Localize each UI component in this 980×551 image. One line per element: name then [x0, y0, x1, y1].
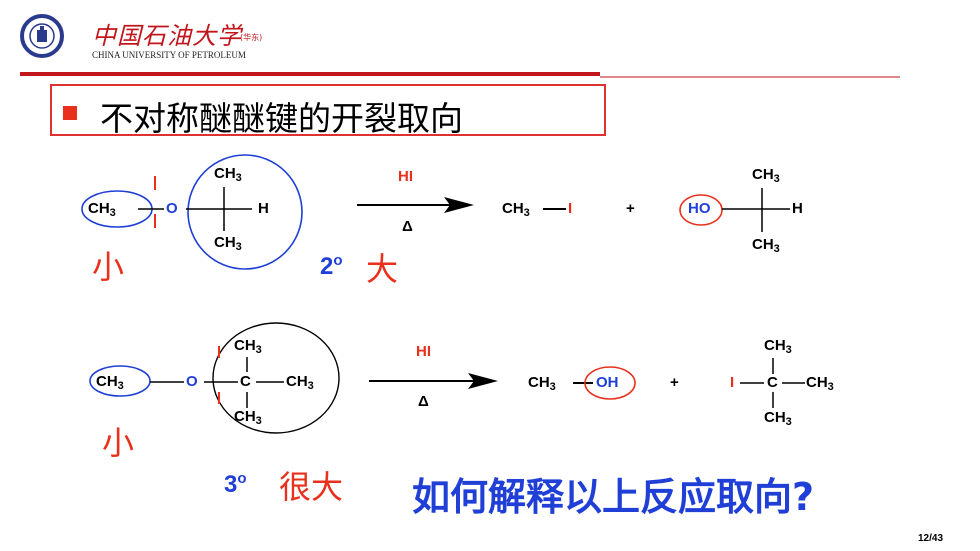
r1-ch3-top: CH3: [214, 165, 242, 184]
question-text: 如何解释以上反应取向?: [412, 475, 815, 519]
r2-product-ch3-top: CH3: [764, 337, 792, 356]
university-logo-name: 中国石油大学: [92, 22, 242, 50]
r2-product-carbon: C: [767, 374, 778, 391]
r1-product-ho: HO: [688, 200, 711, 217]
r2-carbon: C: [240, 373, 251, 390]
university-seal-icon: [20, 14, 64, 58]
title-box: [50, 84, 606, 136]
r1-oxygen: O: [166, 200, 178, 217]
r1-product-ch3: CH3: [502, 200, 530, 219]
r2-ch3-label: CH3: [96, 373, 124, 392]
r1-reagent: HI: [398, 168, 413, 185]
ho-circle-1: [679, 194, 723, 226]
r1-product-iodine: I: [568, 200, 573, 217]
r1-condition: Δ: [402, 218, 413, 235]
r1-plus: +: [626, 200, 635, 217]
university-logo-sub: (华东): [240, 33, 263, 42]
r1-product-ch3-top: CH3: [752, 166, 780, 185]
r2-reagent: HI: [416, 343, 431, 360]
r2-ch3-right: CH3: [286, 373, 314, 392]
arrow-head-2: [468, 373, 498, 389]
r1-hydrogen: H: [258, 200, 269, 217]
r2-product-ch3: CH3: [528, 374, 556, 393]
r1-note-big: 大: [366, 250, 399, 288]
tertiary-circle-1: [187, 154, 303, 270]
r2-condition: Δ: [418, 393, 429, 410]
ch3-circle-2: [89, 365, 151, 397]
r1-degree: 2o: [320, 252, 343, 280]
r2-note-big: 很大: [279, 468, 344, 506]
university-logo-english: CHINA UNIVERSITY OF PETROLEUM: [92, 50, 246, 60]
r2-plus: +: [670, 374, 679, 391]
slide-title: 不对称醚醚键的开裂取向: [100, 99, 463, 138]
r1-ch3-bottom: CH3: [214, 234, 242, 253]
tertiary-circle-2: [212, 322, 340, 434]
r2-product-ch3-bottom: CH3: [764, 409, 792, 428]
r2-note-small: 小: [102, 424, 135, 462]
r1-ch3-label: CH3: [88, 200, 116, 219]
page-number: 12/43: [918, 533, 944, 544]
r2-ch3-bottom: CH3: [234, 408, 262, 427]
oh-circle-2: [584, 366, 636, 400]
r1-product-ch3-bottom: CH3: [752, 236, 780, 255]
r2-product-oh: OH: [596, 374, 619, 391]
r1-product-h: H: [792, 200, 803, 217]
r2-degree: 3o: [224, 470, 247, 498]
title-bullet-icon: [63, 106, 77, 120]
r2-ch3-top: CH3: [234, 337, 262, 356]
r1-note-small: 小: [92, 248, 125, 286]
r2-oxygen: O: [186, 373, 198, 390]
arrow-head-1: [444, 197, 474, 213]
r2-product-iodine: I: [730, 374, 735, 391]
r2-product-ch3-right: CH3: [806, 374, 834, 393]
